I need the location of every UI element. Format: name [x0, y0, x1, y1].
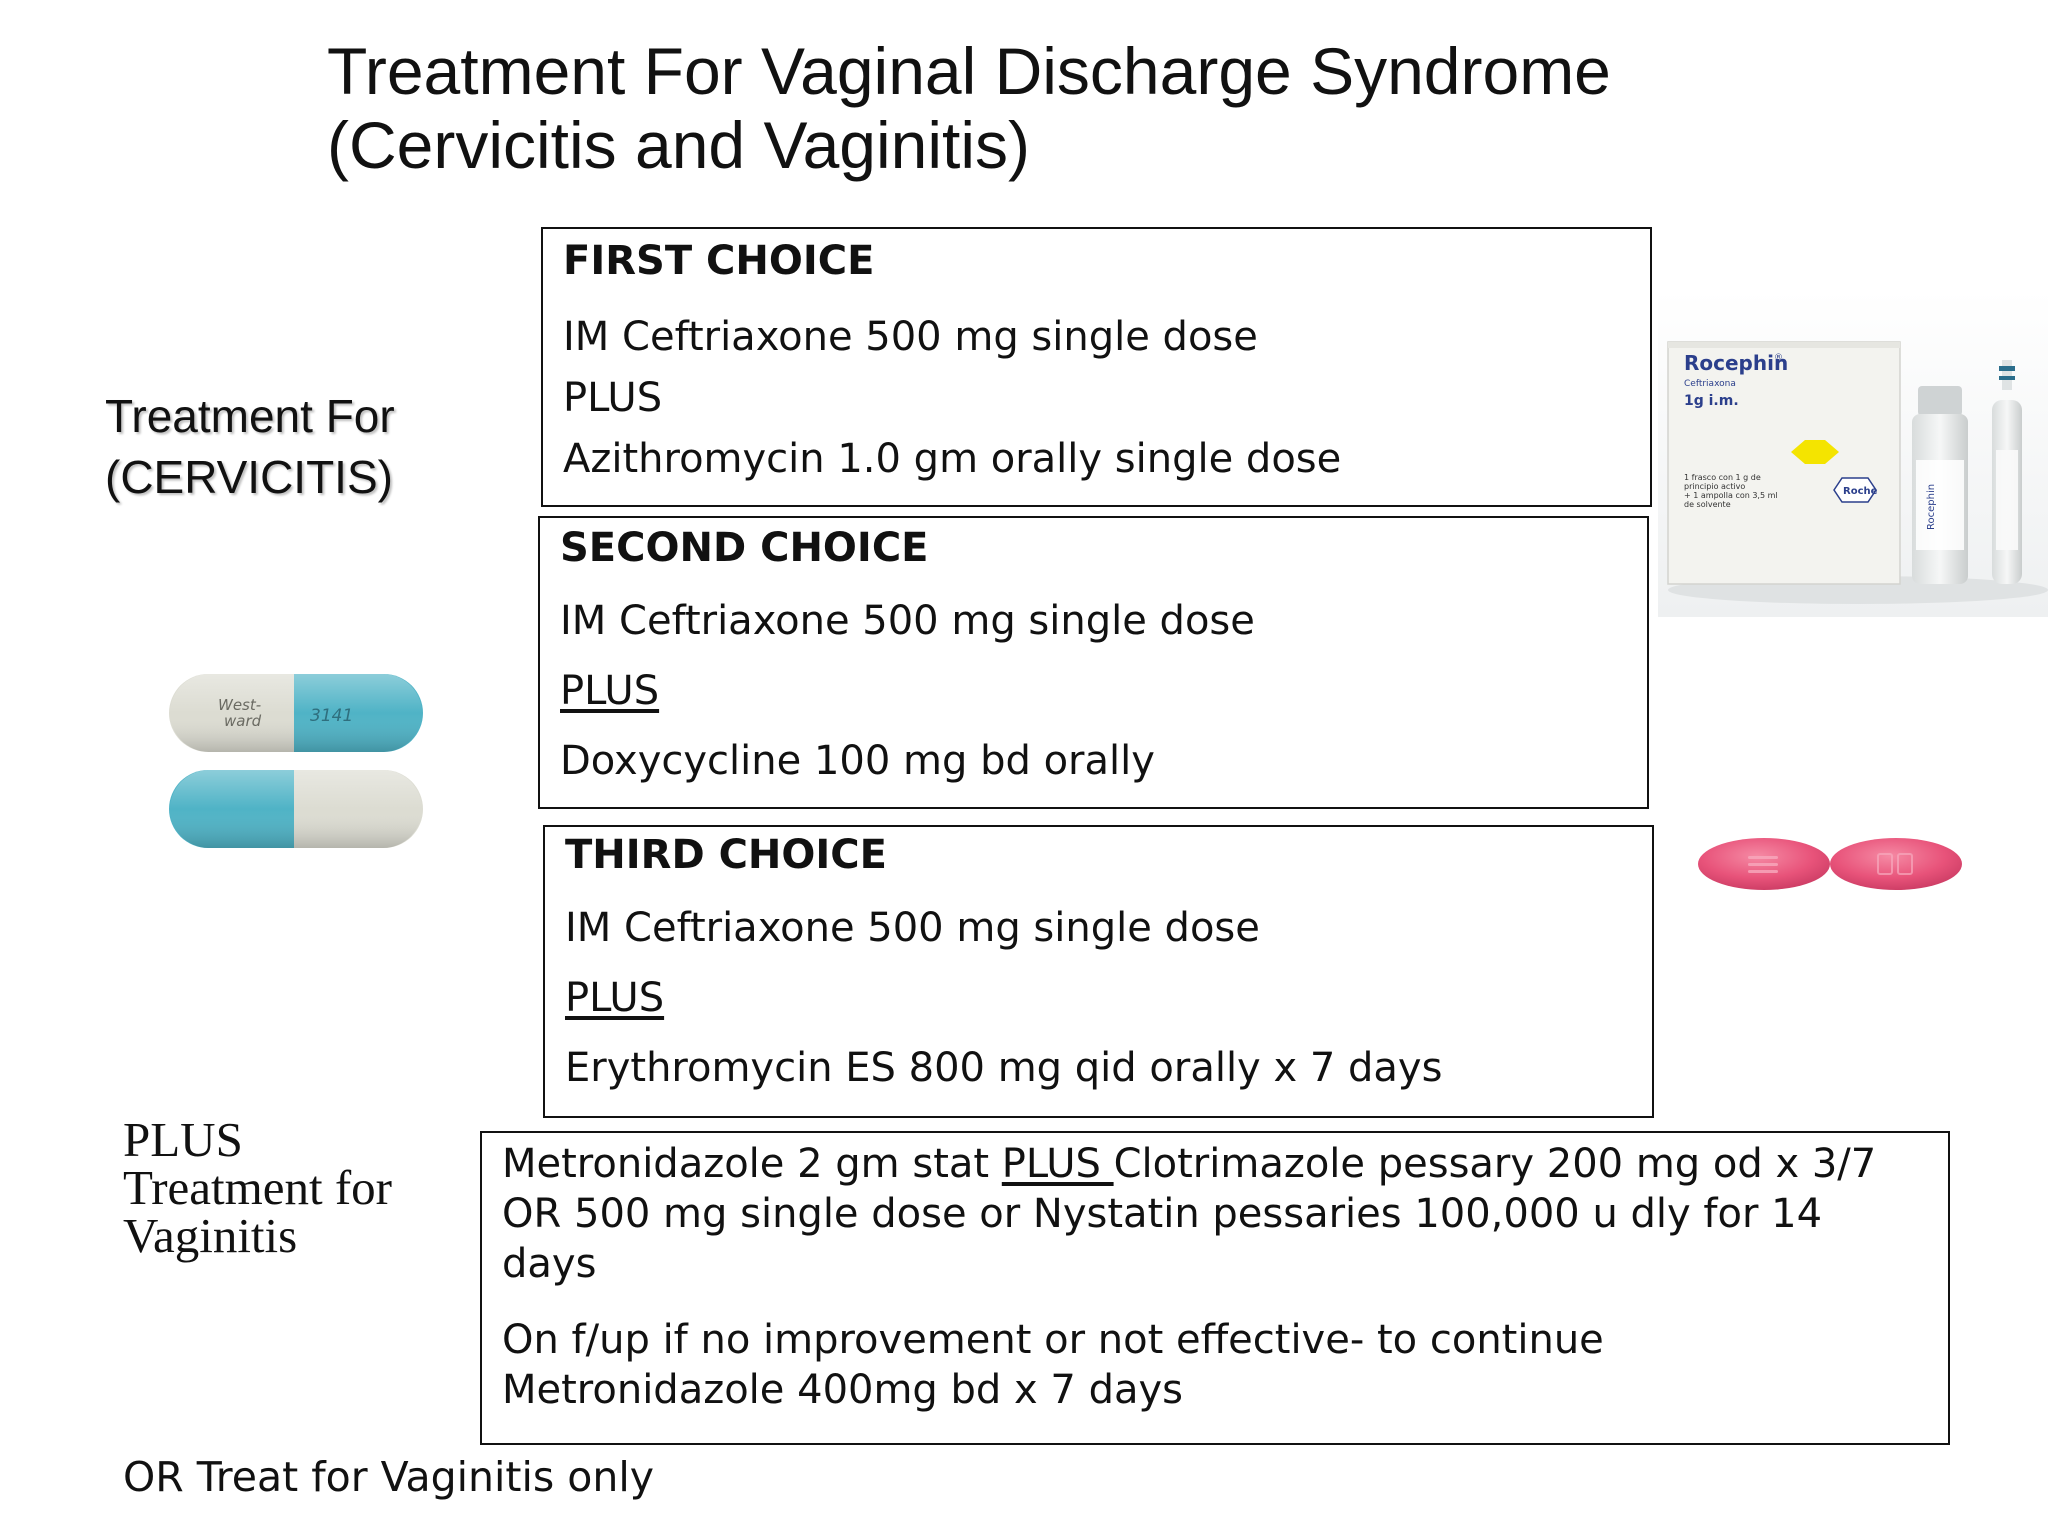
third-choice-line-1: IM Ceftriaxone 500 mg single dose: [565, 905, 1260, 951]
capsule-top: West- ward 3141: [169, 674, 423, 752]
vaginitis-p1-part2: Clotrimazole pessary 200 mg od x 3/7: [1113, 1141, 1877, 1187]
page-title: Treatment For Vaginal Discharge Syndrome…: [327, 34, 1611, 182]
capsule-imprint-number: 3141: [310, 706, 353, 726]
first-choice-line-3: Azithromycin 1.0 gm orally single dose: [563, 436, 1342, 482]
vial-label-text: Rocephin: [1926, 484, 1937, 530]
second-choice-line-2: PLUS: [560, 668, 660, 714]
vaginitis-label-line-3: Vaginitis: [123, 1208, 298, 1263]
first-choice-heading: FIRST CHOICE: [563, 238, 875, 284]
cervicitis-label: Treatment For (CERVICITIS): [105, 386, 395, 508]
second-choice-line-3: Doxycycline 100 mg bd orally: [560, 738, 1155, 784]
vaginitis-treatment-box: Metronidazole 2 gm stat PLUS Clotrimazol…: [480, 1131, 1950, 1445]
rocephin-desc-1: 1 frasco con 1 g de: [1684, 473, 1761, 482]
vaginitis-p1-line-2: OR 500 mg single dose or Nystatin pessar…: [502, 1191, 1823, 1237]
second-choice-heading: SECOND CHOICE: [560, 525, 929, 571]
capsule-bottom: [169, 770, 423, 848]
capsule-imprint-westward-b: ward: [224, 712, 262, 730]
rocephin-desc-2: principio activo: [1684, 482, 1745, 491]
roche-logo-hexagon: [1833, 477, 1877, 503]
rocephin-brand-text: Rocephin: [1684, 351, 1788, 375]
third-choice-line-2: PLUS: [565, 975, 665, 1021]
rocephin-desc-4: de solvente: [1684, 500, 1731, 509]
vaginitis-p2-line-1: On f/up if no improvement or not effecti…: [502, 1317, 1604, 1363]
title-line-2: (Cervicitis and Vaginitis): [327, 108, 1030, 182]
footer-note: OR Treat for Vaginitis only: [123, 1453, 654, 1501]
tablet-right: [1830, 838, 1962, 890]
rocephin-product-image: Rocephin ® Ceftriaxona 1g i.m. 1 frasco …: [1658, 290, 2048, 617]
vaginitis-label: PLUS Treatment for Vaginitis: [123, 1112, 392, 1263]
vaginitis-p1-plus: PLUS: [1001, 1141, 1114, 1187]
vaginitis-paragraph-1: Metronidazole 2 gm stat PLUS Clotrimazol…: [502, 1139, 1936, 1289]
rocephin-dose-text: 1g i.m.: [1684, 393, 1739, 409]
roche-logo-text: Roche: [1843, 486, 1878, 497]
vaginitis-p1-line-3: days: [502, 1241, 597, 1287]
capsule-imprint-westward-a: West-: [218, 696, 261, 714]
cervicitis-label-line-2: (CERVICITIS): [105, 451, 393, 503]
vaginitis-label-line-2: Treatment for: [123, 1160, 392, 1215]
third-choice-line-3: Erythromycin ES 800 mg qid orally x 7 da…: [565, 1045, 1443, 1091]
first-choice-line-2: PLUS: [563, 375, 663, 421]
rocephin-reg-mark: ®: [1774, 353, 1783, 363]
vaginitis-label-line-1: PLUS: [123, 1112, 243, 1167]
ampoule-neck: [2002, 360, 2012, 390]
vial-cap: [1918, 386, 1962, 416]
first-choice-box: FIRST CHOICE IM Ceftriaxone 500 mg singl…: [541, 227, 1652, 507]
cervicitis-label-line-1: Treatment For: [105, 390, 395, 442]
vaginitis-p1-part1: Metronidazole 2 gm stat: [502, 1141, 1002, 1187]
erythromycin-tablets-image: [1698, 838, 1962, 890]
doxycycline-capsules-image: West- ward 3141: [169, 674, 423, 848]
third-choice-box: THIRD CHOICE IM Ceftriaxone 500 mg singl…: [543, 825, 1654, 1118]
third-choice-heading: THIRD CHOICE: [565, 832, 887, 878]
vaginitis-paragraph-2: On f/up if no improvement or not effecti…: [502, 1315, 1936, 1415]
vaginitis-p2-line-2: Metronidazole 400mg bd x 7 days: [502, 1367, 1183, 1413]
rocephin-desc-3: + 1 ampolla con 3,5 ml: [1684, 491, 1778, 500]
first-choice-line-1: IM Ceftriaxone 500 mg single dose: [563, 314, 1258, 360]
title-line-1: Treatment For Vaginal Discharge Syndrome: [327, 34, 1611, 108]
second-choice-box: SECOND CHOICE IM Ceftriaxone 500 mg sing…: [538, 516, 1649, 809]
rocephin-generic-text: Ceftriaxona: [1684, 379, 1736, 389]
second-choice-line-1: IM Ceftriaxone 500 mg single dose: [560, 598, 1255, 644]
rocephin-yellow-hexagon: [1791, 440, 1839, 464]
